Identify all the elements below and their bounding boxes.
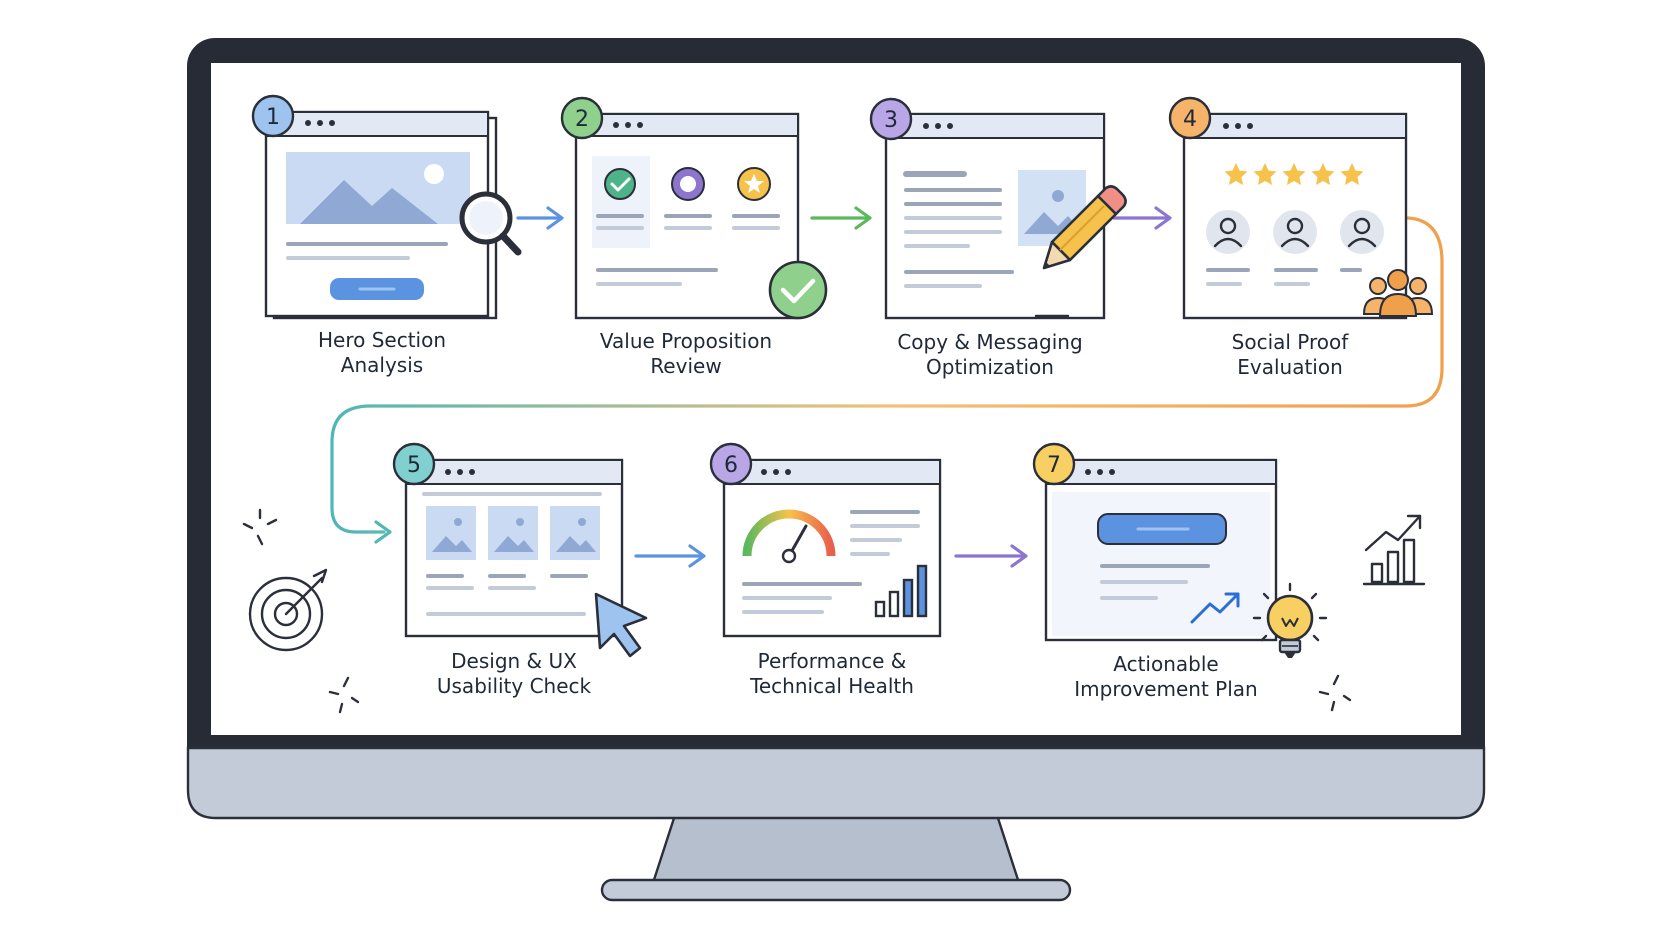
step-title-line2: Evaluation bbox=[1237, 355, 1343, 379]
sparkle-icon bbox=[328, 676, 360, 714]
step-title-line2: Optimization bbox=[926, 355, 1054, 379]
step-number: 6 bbox=[724, 453, 738, 478]
target-icon bbox=[248, 568, 328, 652]
step-number: 3 bbox=[884, 108, 898, 133]
step-title-line1: Performance & bbox=[758, 649, 907, 673]
arrow-2-3 bbox=[810, 206, 872, 230]
arrow-6-7 bbox=[954, 544, 1028, 568]
step-6: 6 Performance & Technical Health bbox=[709, 442, 942, 698]
lightbulb-icon bbox=[1252, 582, 1328, 658]
trend-chart-icon bbox=[1362, 514, 1426, 586]
cursor-icon bbox=[594, 592, 648, 658]
rating-stars bbox=[1224, 163, 1364, 185]
people-icon bbox=[1362, 269, 1434, 317]
arrow-3-4 bbox=[1112, 206, 1172, 230]
sparkle-icon bbox=[242, 508, 278, 546]
step-number: 7 bbox=[1047, 453, 1061, 478]
step-number-badge bbox=[869, 97, 913, 141]
star-icon bbox=[1311, 163, 1335, 185]
step-title-line1: Actionable bbox=[1113, 652, 1218, 676]
step-title-line2: Usability Check bbox=[437, 674, 592, 698]
step-number: 2 bbox=[575, 107, 589, 132]
check-badge-icon bbox=[768, 260, 828, 320]
card-grid bbox=[426, 506, 600, 560]
step-title-line1: Design & UX bbox=[451, 649, 577, 673]
step-number: 4 bbox=[1183, 107, 1197, 132]
arrow-1-2 bbox=[516, 206, 564, 230]
magnifier-icon bbox=[459, 191, 522, 256]
step-number-badge bbox=[560, 96, 604, 140]
user-icon bbox=[1273, 210, 1317, 254]
pencil-icon bbox=[1034, 185, 1127, 318]
step-number-badge bbox=[709, 442, 753, 486]
star-icon bbox=[1340, 163, 1364, 185]
step-number-badge bbox=[1168, 96, 1212, 140]
step-3: 3 Copy & Messaging Optimization bbox=[869, 97, 1127, 379]
flow-arrow-head bbox=[374, 520, 392, 544]
user-icon bbox=[1206, 210, 1250, 254]
sparkle-icon bbox=[1318, 674, 1352, 712]
star-icon bbox=[1253, 163, 1277, 185]
step-5: 5 Design & UX Usability Check bbox=[392, 442, 648, 698]
step-number-badge bbox=[392, 442, 436, 486]
step-title-line2: Review bbox=[650, 354, 721, 378]
bar-chart-icon bbox=[874, 564, 928, 618]
step-number-badge bbox=[1032, 442, 1076, 486]
star-icon bbox=[1282, 163, 1306, 185]
flow-connector bbox=[330, 216, 1444, 534]
step-title-line1: Copy & Messaging bbox=[897, 330, 1082, 354]
step-arrows bbox=[516, 206, 1172, 568]
step-title-line1: Social Proof bbox=[1232, 330, 1350, 354]
step-number: 5 bbox=[407, 453, 421, 478]
step-1: 1 Hero Section Analysis bbox=[251, 94, 522, 377]
step-title-line2: Analysis bbox=[341, 353, 423, 377]
step-title-line2: Technical Health bbox=[749, 674, 914, 698]
trend-arrow-icon bbox=[1190, 592, 1240, 624]
step-4: 4 Social Proof Evaluation bbox=[1168, 96, 1434, 379]
step-number: 1 bbox=[266, 105, 280, 130]
step-number-badge bbox=[251, 94, 295, 138]
star-icon bbox=[737, 167, 771, 201]
badge-icon bbox=[671, 167, 705, 201]
gauge-icon bbox=[742, 509, 836, 564]
user-icon bbox=[1340, 210, 1384, 254]
monitor-stand-base bbox=[600, 878, 1072, 902]
step-title-line1: Value Proposition bbox=[600, 329, 772, 353]
step-2: 2 Value Proposition Review bbox=[560, 96, 828, 378]
step-title-line2: Improvement Plan bbox=[1074, 677, 1257, 701]
arrow-5-6 bbox=[634, 544, 706, 568]
star-icon bbox=[1224, 163, 1248, 185]
avatar-row bbox=[1206, 210, 1384, 254]
step-title-line1: Hero Section bbox=[318, 328, 446, 352]
check-icon bbox=[604, 168, 636, 200]
step-7: 7 Actionable Improvement Plan bbox=[1032, 442, 1328, 701]
